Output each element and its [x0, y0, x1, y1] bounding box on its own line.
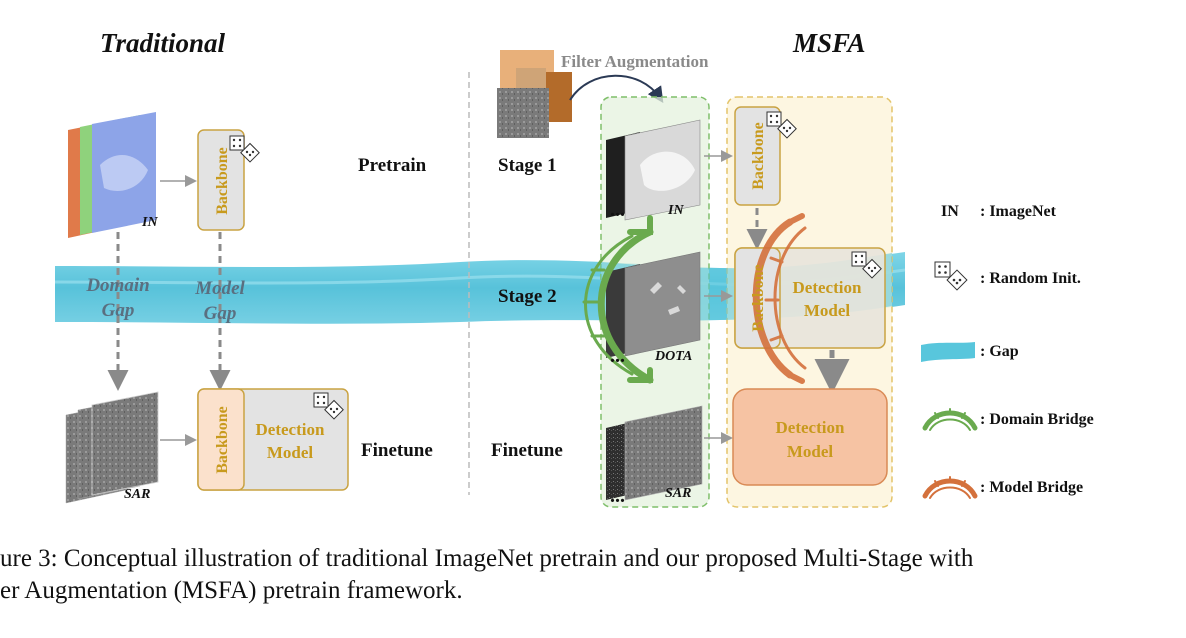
random-init-icon: [766, 111, 797, 139]
msfa-final-detection-label-1: Detection: [776, 418, 845, 437]
stage1-image-label: IN: [667, 203, 684, 218]
traditional-header: Traditional: [100, 28, 226, 58]
in-image-stack: [68, 112, 156, 238]
traditional-detection-label-1: Detection: [256, 420, 325, 439]
domain-gap-label-2: Gap: [102, 300, 135, 321]
model-bridge: [752, 213, 807, 384]
msfa-backbone-stage1: [734, 106, 781, 206]
domain-gap-label-1: Domain: [85, 275, 149, 296]
in-image-label: IN: [141, 215, 158, 230]
legend-in-key: IN: [941, 203, 959, 220]
random-init-icon: [229, 135, 260, 163]
legend-model-bridge-desc: : Model Bridge: [980, 479, 1084, 496]
legend-random-desc: : Random Init.: [980, 270, 1081, 287]
msfa-detection-stage2-label-2: Model: [804, 301, 851, 320]
model-gap-label-1: Model: [194, 278, 245, 299]
domain-bridge: [582, 215, 654, 384]
caption-line-1: ure 3: Conceptual illustration of tradit…: [0, 545, 974, 572]
legend-random-init-icon: [934, 261, 968, 291]
sar-image-label-right: SAR: [665, 486, 691, 501]
pretrain-label: Pretrain: [358, 155, 427, 176]
legend-gap-desc: : Gap: [980, 343, 1019, 360]
model-gap-label-2: Gap: [204, 303, 237, 324]
msfa-backbone-stage1-label: Backbone: [750, 122, 767, 190]
dota-image-label: DOTA: [654, 349, 692, 364]
finetune-dots: ...: [610, 485, 625, 507]
legend-gap-swatch: [921, 342, 975, 362]
stage2-label: Stage 2: [498, 286, 557, 307]
filter-augmentation-label: Filter Augmentation: [561, 52, 709, 71]
traditional-backbone-box: [197, 129, 245, 231]
msfa-detection-stage2-label-1: Detection: [793, 278, 862, 297]
filter-aug-images: [497, 50, 572, 138]
finetune-label-right: Finetune: [491, 440, 563, 461]
traditional-detection-label-2: Model: [267, 443, 314, 462]
msfa-final-detection-label-2: Model: [787, 442, 834, 461]
stage1-label: Stage 1: [498, 155, 557, 176]
msfa-header: MSFA: [793, 28, 866, 58]
sar-image-label-left: SAR: [124, 487, 150, 502]
diagram-canvas: Backbone Backbone Detection Model Backbo…: [54, 50, 978, 508]
legend-model-bridge-icon: [922, 476, 978, 499]
stage1-dots: ...: [610, 199, 625, 221]
msfa-final-detection-box: [732, 388, 888, 486]
msfa-backbone-stage2-label: Backbone: [750, 264, 767, 332]
traditional-finetune-backbone-label: Backbone: [214, 406, 231, 474]
legend-domain-bridge-icon: [922, 408, 978, 431]
sar-image-stack-left: [65, 391, 159, 504]
random-init-icon: [851, 251, 882, 279]
sar-image-stack-right: [606, 405, 703, 501]
legend-domain-bridge-desc: : Domain Bridge: [980, 411, 1094, 428]
random-init-icon: [313, 392, 344, 420]
traditional-backbone-label: Backbone: [214, 147, 231, 215]
traditional-finetune-backbone-box: [197, 388, 245, 491]
stage2-dots: ...: [610, 345, 625, 367]
stage2-image-stack: [606, 251, 701, 358]
legend-in-desc: : ImageNet: [980, 203, 1056, 220]
caption-line-2: er Augmentation (MSFA) pretrain framewor…: [0, 577, 463, 604]
stage1-image-stack: [606, 119, 701, 221]
filter-aug-arrow: [569, 74, 664, 103]
finetune-label-left: Finetune: [361, 440, 433, 461]
